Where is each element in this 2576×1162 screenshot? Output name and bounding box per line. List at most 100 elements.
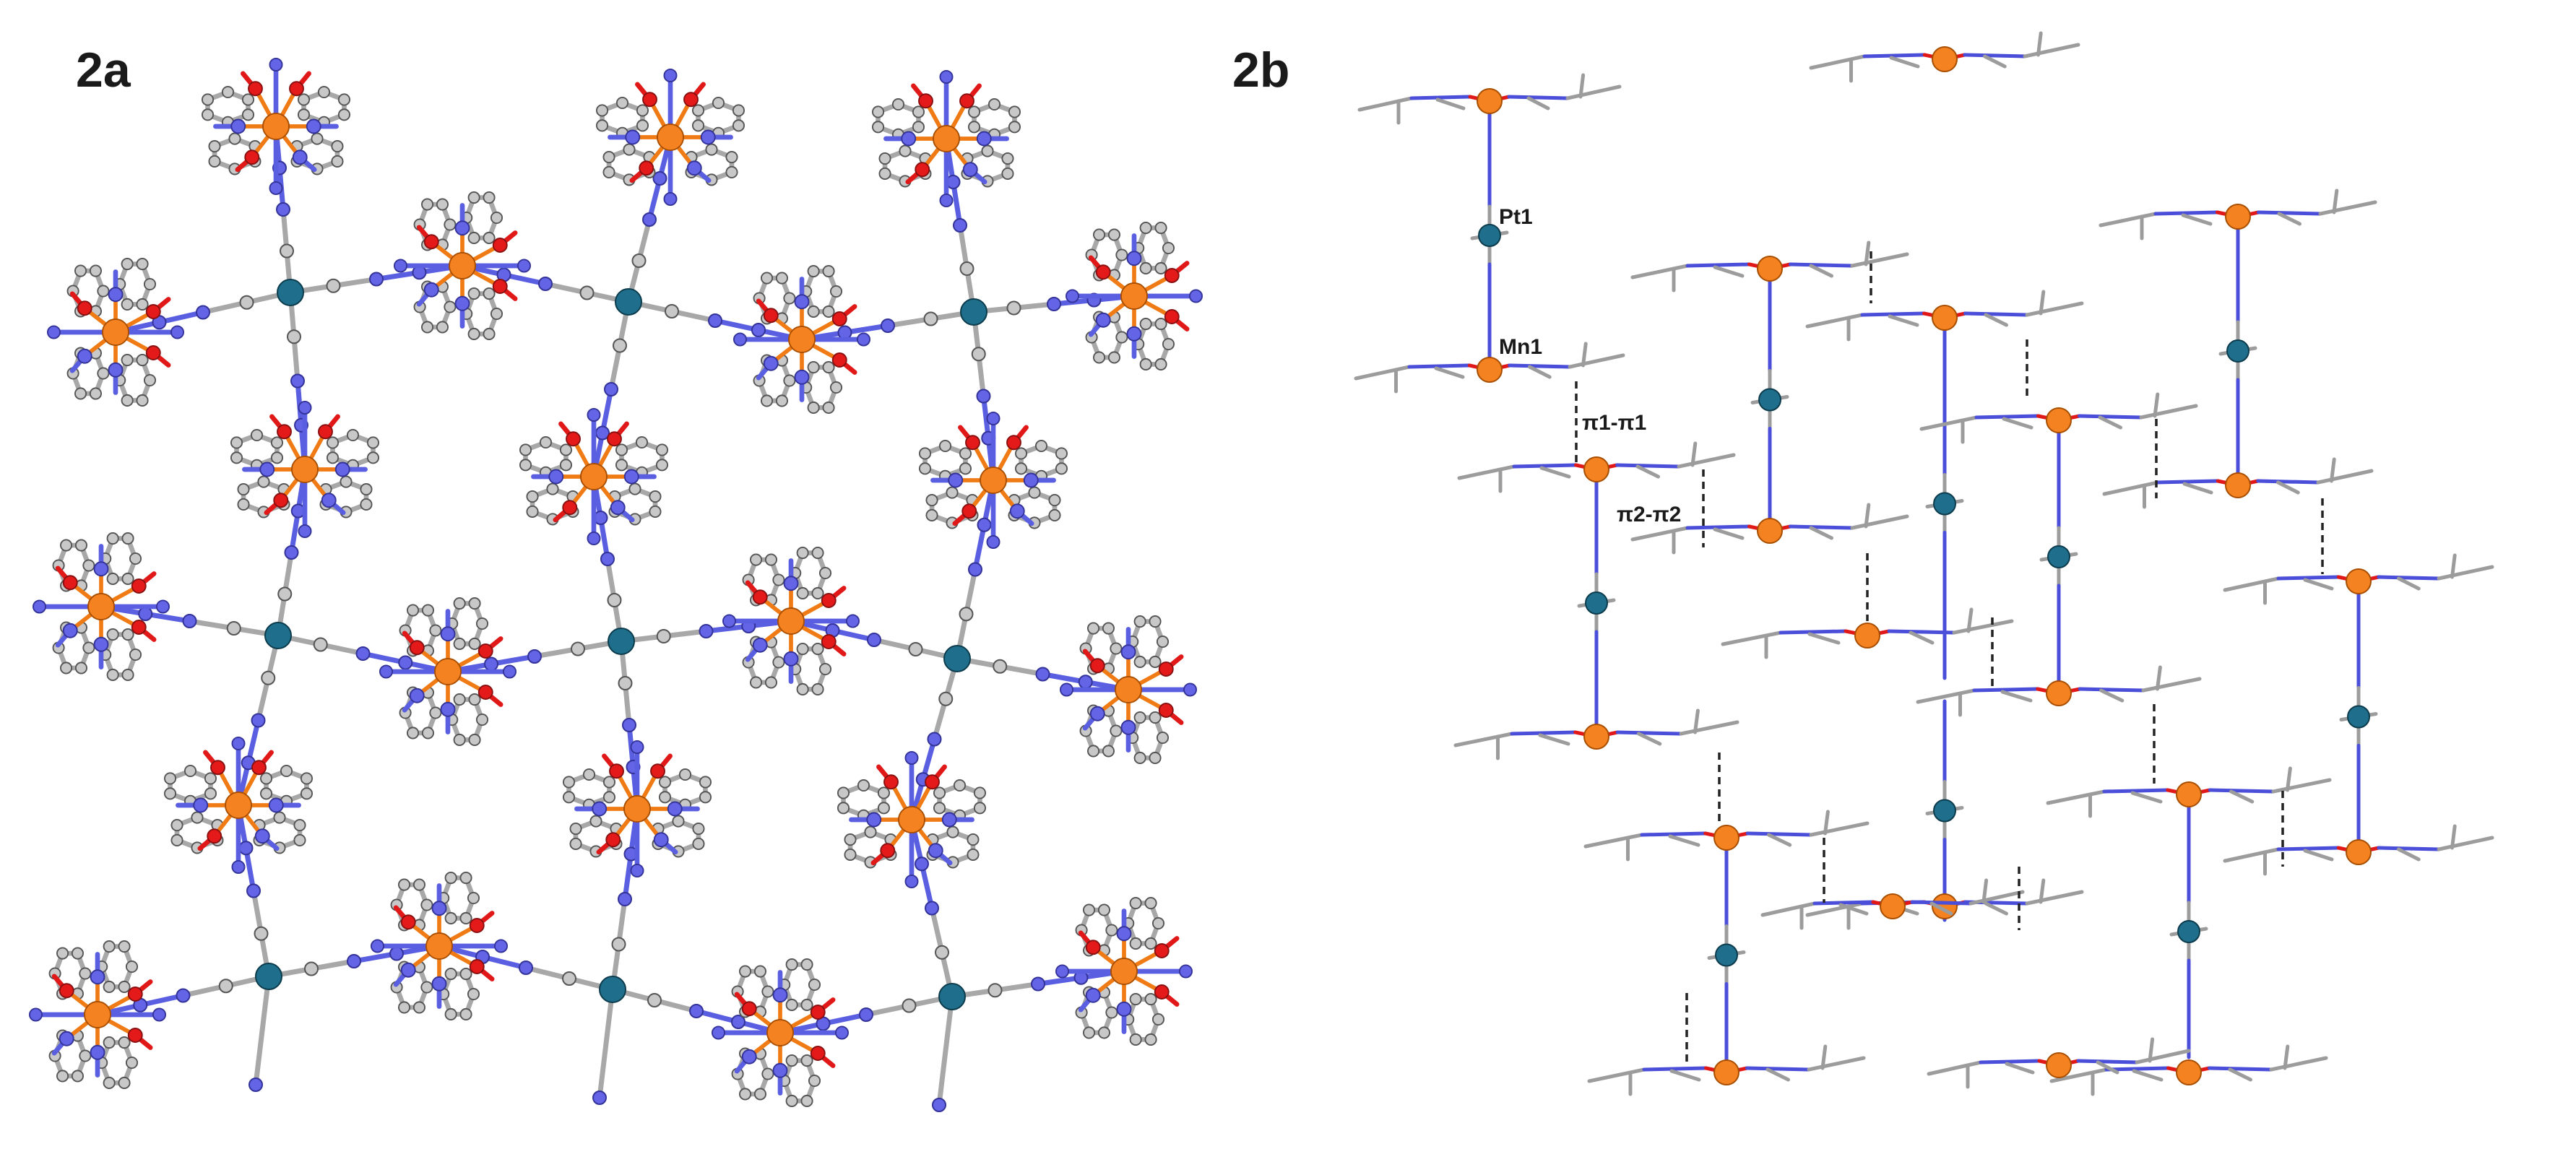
ligand-stick bbox=[2135, 1049, 2191, 1065]
carbon-atom bbox=[1139, 261, 1152, 275]
nitrogen-atom bbox=[269, 57, 283, 71]
platinum-atom-3 bbox=[264, 622, 292, 649]
oxygen-atom bbox=[642, 92, 657, 108]
carbon-atom bbox=[918, 447, 932, 460]
manganese-atom bbox=[1477, 88, 1503, 114]
ligand-stick bbox=[1677, 453, 1736, 469]
carbon-atom bbox=[208, 155, 221, 168]
carbon-atom bbox=[738, 1088, 752, 1101]
carbon-atom bbox=[74, 662, 87, 675]
nitrogen-atom bbox=[962, 162, 978, 178]
cyanide-bond bbox=[712, 318, 761, 333]
platinum-atom bbox=[1585, 591, 1608, 615]
ligand-stick bbox=[1668, 834, 1700, 847]
ligand-stick bbox=[1409, 95, 1472, 100]
carbon-atom bbox=[857, 779, 870, 792]
carbon-atom bbox=[1115, 248, 1128, 261]
carbon-atom bbox=[800, 1054, 813, 1067]
manganese-atom bbox=[787, 325, 816, 354]
nitrogen-atom bbox=[484, 656, 498, 672]
oxygen-atom bbox=[831, 352, 847, 368]
pi1-pi1-label: π1-π1 bbox=[1582, 411, 1646, 435]
ligand-stick bbox=[1539, 466, 1571, 479]
stacked-layer-5 bbox=[1805, 290, 2084, 342]
carbon-atom bbox=[483, 327, 496, 341]
ligand-stick bbox=[2025, 890, 2084, 906]
carbon-atom bbox=[807, 401, 820, 415]
nitrogen-atom bbox=[269, 181, 283, 196]
ligand-stick bbox=[1789, 262, 1854, 268]
carbon-atom bbox=[871, 121, 885, 134]
nitrogen-atom bbox=[1009, 503, 1025, 519]
carbon-atom bbox=[725, 151, 738, 164]
carbon-atom bbox=[864, 825, 877, 838]
platinum-atom bbox=[2047, 545, 2070, 568]
nitrogen-atom bbox=[1035, 667, 1050, 682]
oxygen-atom bbox=[77, 300, 92, 316]
nitrogen-atom bbox=[519, 961, 533, 975]
carbon-atom bbox=[822, 305, 835, 318]
nitrogen-atom bbox=[238, 841, 254, 856]
mn-complex-9 bbox=[918, 411, 1068, 550]
nitrogen-atom bbox=[276, 202, 290, 217]
oxygen-atom bbox=[1154, 984, 1170, 1000]
carbon-atom bbox=[89, 387, 102, 400]
nitrogen-atom bbox=[431, 976, 447, 992]
oxygen-atom bbox=[477, 685, 493, 700]
nitrogen-atom bbox=[623, 469, 639, 485]
nitrogen-atom bbox=[494, 939, 509, 953]
ligand-stick bbox=[2139, 404, 2198, 420]
oxygen-atom bbox=[251, 760, 267, 776]
carbon-atom bbox=[444, 911, 457, 925]
manganese-atom bbox=[979, 466, 1008, 495]
carbon-atom bbox=[631, 253, 647, 268]
carbon-atom bbox=[1149, 615, 1162, 628]
ligand-stick bbox=[1630, 526, 1690, 542]
carbon-atom bbox=[569, 837, 582, 851]
ligand-stick bbox=[2332, 188, 2339, 214]
nitrogen-atom bbox=[454, 220, 470, 236]
nitrogen-atom bbox=[355, 646, 371, 661]
carbon-atom bbox=[595, 119, 609, 132]
oxygen-atom bbox=[810, 1005, 826, 1020]
carbon-atom bbox=[170, 833, 183, 847]
cyanide-bond bbox=[608, 343, 623, 392]
manganese-atom bbox=[2046, 680, 2072, 706]
ligand-stick bbox=[1568, 353, 1625, 369]
nitrogen-atom bbox=[904, 875, 919, 889]
nitrogen-atom bbox=[182, 614, 197, 628]
carbon-atom bbox=[311, 132, 324, 145]
platinum-atom-2 bbox=[960, 298, 987, 326]
cyanide-bond bbox=[964, 567, 978, 617]
nitrogen-atom bbox=[630, 740, 644, 754]
carbon-atom bbox=[129, 552, 142, 565]
cyanide-bond bbox=[997, 664, 1045, 677]
carbon-atom bbox=[946, 486, 959, 499]
ligand-stick bbox=[2330, 457, 2336, 483]
ligand-stick bbox=[2277, 212, 2301, 226]
ligand-stick bbox=[1635, 464, 1660, 479]
carbon-atom bbox=[459, 967, 472, 981]
ligand-stick bbox=[2437, 565, 2494, 581]
carbon-atom bbox=[1102, 745, 1115, 758]
ligand-stick bbox=[1860, 311, 1926, 317]
nitrogen-atom bbox=[90, 969, 105, 985]
ligand-stick bbox=[2271, 778, 2332, 794]
manganese-atom bbox=[262, 112, 290, 141]
nitrogen-atom bbox=[231, 860, 246, 875]
ligand-stick bbox=[1984, 313, 2008, 327]
carbon-atom bbox=[270, 436, 284, 449]
oxygen-atom bbox=[273, 493, 289, 508]
carbon-atom bbox=[796, 682, 809, 696]
ligand-stick bbox=[2002, 417, 2033, 430]
carbon-atom bbox=[360, 498, 373, 511]
mn-complex-20 bbox=[1055, 896, 1193, 1046]
nitrogen-atom bbox=[948, 472, 964, 488]
platinum-atom-5 bbox=[943, 645, 971, 672]
nitrogen-atom bbox=[59, 1031, 74, 1046]
ligand-stick bbox=[2076, 1059, 2139, 1065]
carbon-atom bbox=[237, 498, 250, 511]
carbon-atom bbox=[808, 1074, 821, 1088]
carbon-atom bbox=[918, 462, 932, 475]
ligand-stick bbox=[1760, 901, 1817, 917]
